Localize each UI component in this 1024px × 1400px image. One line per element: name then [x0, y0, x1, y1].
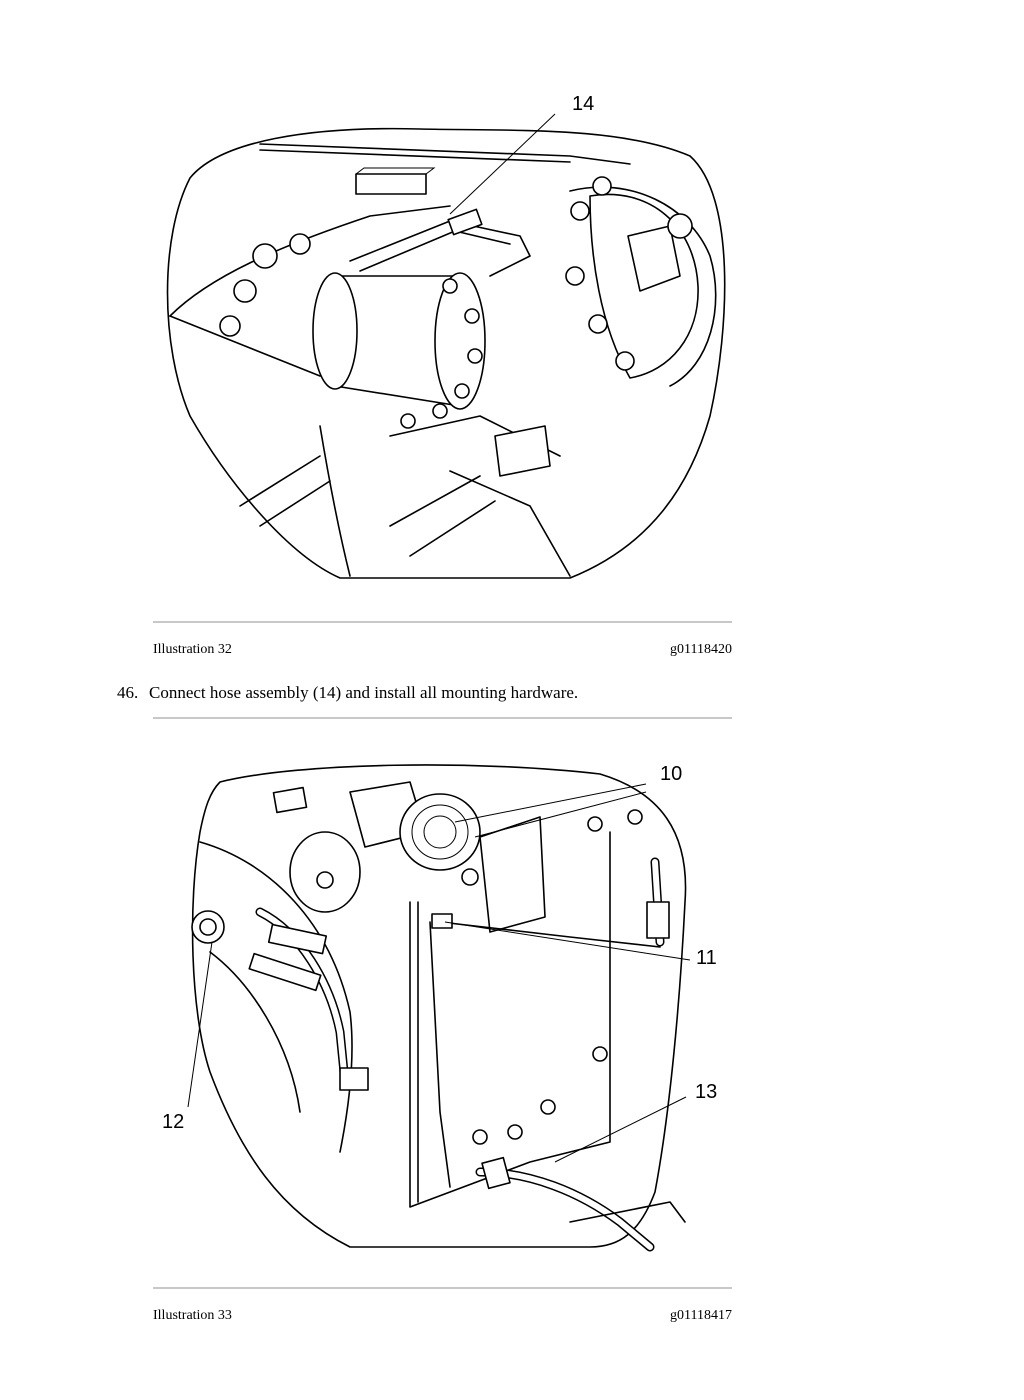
- illustration-33-caption: Illustration 33 g01118417: [153, 1308, 732, 1324]
- caption-code: g01118417: [670, 1308, 732, 1323]
- divider-rule: [153, 717, 732, 719]
- step-text: Connect hose assembly (14) and install a…: [149, 683, 579, 702]
- caption-label: Illustration 32: [153, 642, 232, 657]
- callout-14: 14: [572, 93, 594, 115]
- caption-label: Illustration 33: [153, 1308, 232, 1323]
- procedure-step: 46. Connect hose assembly (14) and instal…: [117, 683, 578, 703]
- divider-rule: [153, 621, 732, 623]
- callout-11: 11: [696, 947, 717, 969]
- illustration-32-caption: Illustration 32 g01118420: [153, 642, 732, 658]
- step-number: 46.: [117, 683, 139, 702]
- illustration-32-svg: 14: [166, 93, 726, 579]
- callout-10: 10: [660, 763, 682, 785]
- illustration-33-drawing: 10 11 12 13: [150, 752, 735, 1252]
- illustration-33-svg: 10 11 12 13: [162, 763, 717, 1252]
- caption-code: g01118420: [670, 642, 732, 657]
- divider-rule: [153, 1287, 732, 1289]
- illustration-32-drawing: 14: [150, 86, 735, 586]
- callout-13: 13: [695, 1081, 717, 1103]
- callout-12: 12: [162, 1111, 184, 1133]
